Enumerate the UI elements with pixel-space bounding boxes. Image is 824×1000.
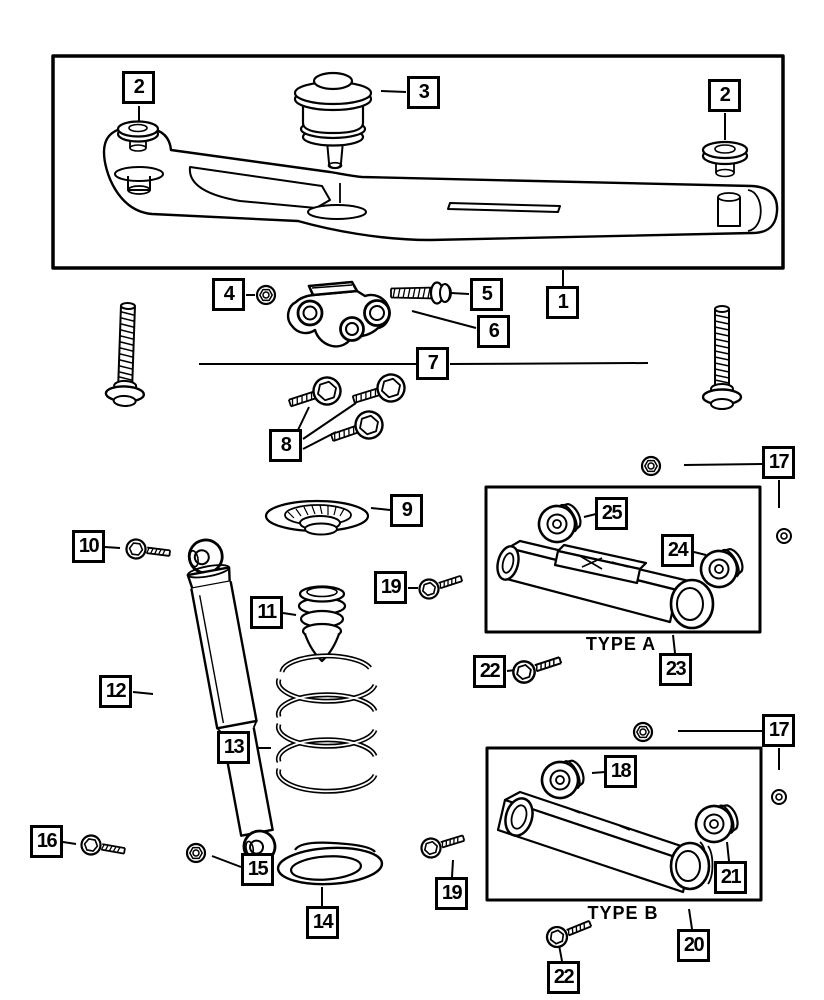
callout-5[interactable]: 5: [470, 278, 503, 311]
callout-19-upper[interactable]: 19: [374, 571, 407, 604]
upper-control-arm: [102, 125, 779, 242]
callout-1[interactable]: 1: [546, 286, 579, 319]
callout-7[interactable]: 7: [416, 347, 449, 380]
type-b-arm: [496, 790, 714, 894]
bolt-8a: [284, 372, 346, 418]
callout-21[interactable]: 21: [714, 861, 747, 894]
mount-stud-left: [116, 120, 160, 152]
callout-25[interactable]: 25: [595, 497, 628, 530]
nut-17-upper: [640, 455, 662, 477]
callout-10[interactable]: 10: [72, 530, 105, 563]
callout-17-upper[interactable]: 17: [762, 446, 795, 479]
type-a-arm: [496, 539, 715, 630]
callout-14[interactable]: 14: [306, 906, 339, 939]
bolt-16: [78, 832, 128, 862]
callout-2-right[interactable]: 2: [708, 79, 741, 112]
callout-22-upper[interactable]: 22: [473, 655, 506, 688]
bushing-25: [531, 495, 588, 550]
nut-15: [185, 842, 207, 864]
ball-joint: [293, 71, 373, 170]
type-b-frame: [485, 746, 763, 902]
long-bolt-left: [104, 301, 149, 408]
callout-13[interactable]: 13: [217, 731, 250, 764]
washer-17-upper: [776, 528, 792, 544]
type-b-label: TYPE B: [587, 903, 659, 923]
callout-11[interactable]: 11: [250, 596, 283, 629]
nut-17-lower: [632, 721, 654, 743]
callout-9[interactable]: 9: [390, 494, 423, 527]
callout-8[interactable]: 8: [269, 429, 302, 462]
callout-15[interactable]: 15: [241, 853, 274, 886]
callout-6[interactable]: 6: [477, 315, 510, 348]
mount-stud-right: [701, 140, 749, 178]
callout-18[interactable]: 18: [604, 755, 637, 788]
type-a-frame: [484, 485, 762, 634]
callout-16[interactable]: 16: [30, 825, 63, 858]
long-bolt-right: [701, 304, 743, 411]
bushing-21: [689, 797, 744, 849]
bolt-19-upper: [415, 568, 466, 603]
bolt-22-upper: [509, 648, 565, 687]
callout-4[interactable]: 4: [212, 278, 245, 311]
callout-19-lower[interactable]: 19: [435, 877, 468, 910]
callout-17-lower[interactable]: 17: [762, 714, 795, 747]
bushing-18: [534, 752, 591, 806]
callout-2-left[interactable]: 2: [122, 71, 155, 104]
upper-arm-frame: [51, 54, 785, 270]
bolt-5: [390, 281, 452, 305]
callout-23[interactable]: 23: [659, 653, 692, 686]
type-a-label: TYPE A: [585, 634, 657, 654]
coil-spring: [275, 653, 378, 794]
nut-4: [255, 284, 277, 306]
bolt-19-lower: [418, 827, 468, 861]
spring-seat-9: [264, 499, 370, 536]
shock-absorber: [186, 538, 277, 864]
callout-22-lower[interactable]: 22: [547, 961, 580, 994]
callout-3[interactable]: 3: [407, 76, 440, 109]
axle-bracket-6: [286, 280, 391, 348]
callout-12[interactable]: 12: [99, 675, 132, 708]
callout-24[interactable]: 24: [661, 534, 694, 567]
bolt-8c: [326, 406, 388, 452]
lower-isolator: [276, 841, 384, 886]
washer-17-lower: [771, 789, 787, 805]
bolt-8b: [348, 369, 410, 414]
bolt-10: [124, 537, 173, 564]
callout-20[interactable]: 20: [677, 929, 710, 962]
jounce-bumper: [297, 585, 347, 663]
